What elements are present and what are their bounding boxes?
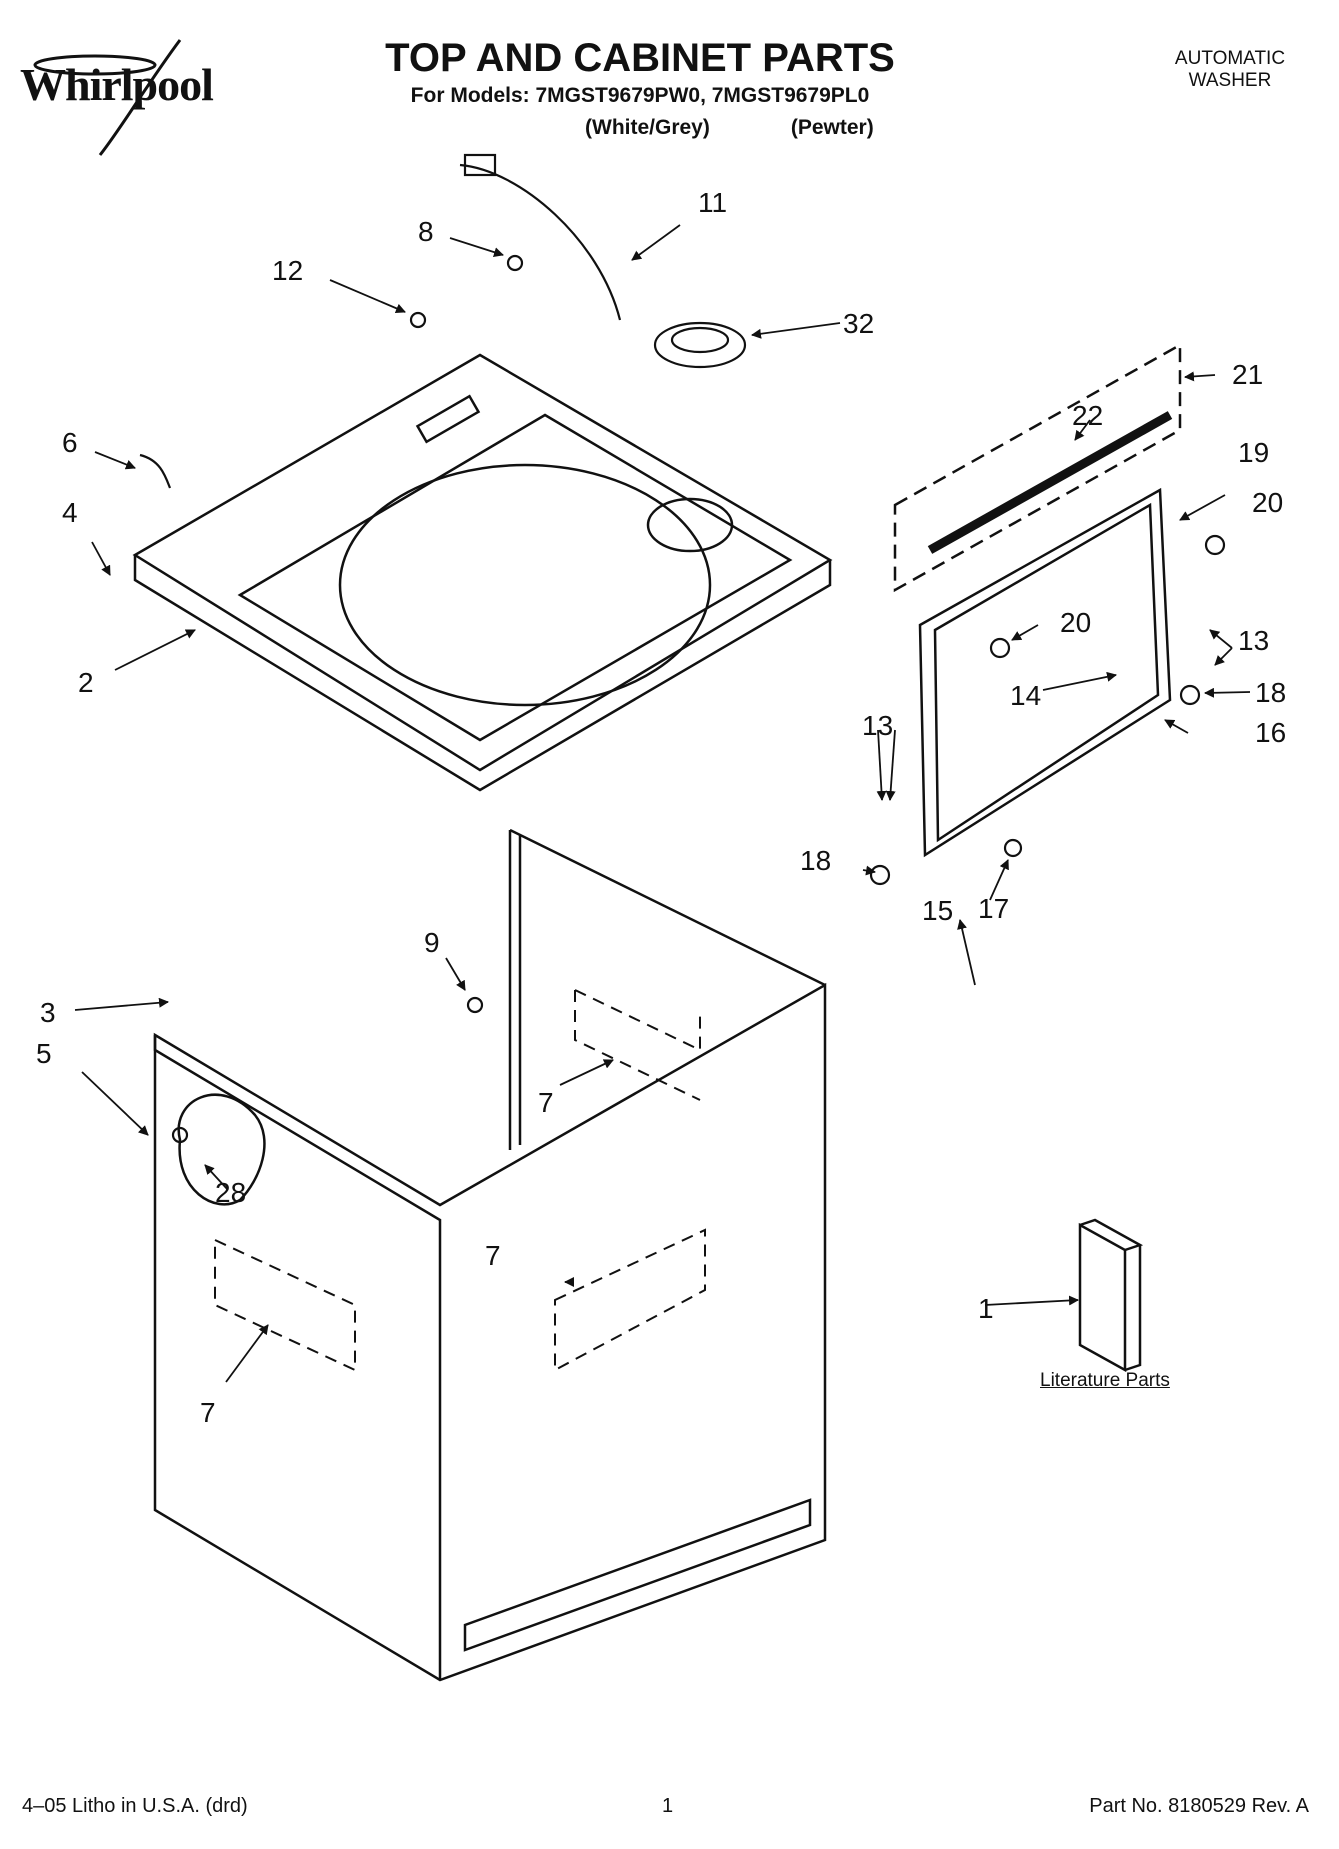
callout-21: 21 bbox=[1232, 359, 1263, 390]
footer-page-number: 1 bbox=[662, 1795, 674, 1817]
callout-11: 11 bbox=[698, 187, 727, 218]
callout-7c: 7 bbox=[200, 1397, 216, 1428]
appliance-type-line1: AUTOMATIC bbox=[1174, 48, 1286, 69]
console-assembly bbox=[893, 342, 1182, 858]
callout-3: 3 bbox=[40, 997, 56, 1028]
appliance-type: AUTOMATIC WASHER bbox=[1140, 48, 1320, 92]
callout-13b: 13 bbox=[862, 710, 893, 741]
variant-labels: (White/Grey) (Pewter) bbox=[585, 116, 925, 140]
variant-white-grey: (White/Grey) bbox=[585, 116, 710, 139]
callout-14: 14 bbox=[1010, 680, 1041, 711]
models-line: For Models: 7MGST9679PW0, 7MGST9679PL0 bbox=[410, 84, 870, 107]
footer-part-number: Part No. 8180529 Rev. A bbox=[1089, 1795, 1309, 1817]
callout-9: 9 bbox=[424, 927, 440, 958]
callout-19: 19 bbox=[1238, 437, 1269, 468]
leader-arrows bbox=[74, 224, 1251, 1383]
small-parts bbox=[139, 153, 1226, 1144]
washer-top bbox=[132, 353, 833, 792]
callout-16: 16 bbox=[1255, 717, 1286, 748]
callout-4: 4 bbox=[62, 497, 78, 528]
callout-2: 2 bbox=[78, 667, 94, 698]
callout-1: 1 bbox=[978, 1293, 994, 1324]
callout-5: 5 bbox=[36, 1038, 52, 1069]
callout-7b: 7 bbox=[485, 1240, 501, 1271]
callout-8: 8 bbox=[418, 216, 434, 247]
callout-22: 22 bbox=[1072, 400, 1103, 431]
footer-print-info: 4–05 Litho in U.S.A. (drd) bbox=[22, 1795, 248, 1817]
callout-6: 6 bbox=[62, 427, 78, 458]
brand-logo: Whirlpool bbox=[20, 59, 214, 110]
washer-cabinet bbox=[153, 828, 827, 1682]
callout-20b: 20 bbox=[1060, 607, 1091, 638]
callout-7a: 7 bbox=[538, 1087, 554, 1118]
appliance-type-line2: WASHER bbox=[1188, 70, 1272, 91]
literature-parts-label: Literature Parts bbox=[1040, 1370, 1170, 1391]
callout-13a: 13 bbox=[1238, 625, 1269, 656]
callout-17: 17 bbox=[978, 893, 1009, 924]
page-title: TOP AND CABINET PARTS bbox=[385, 36, 895, 80]
callout-15: 15 bbox=[922, 895, 953, 926]
callout-18a: 18 bbox=[1255, 677, 1286, 708]
label-zones bbox=[214, 989, 706, 1372]
callout-28: 28 bbox=[215, 1177, 246, 1208]
callout-18b: 18 bbox=[800, 845, 831, 876]
callout-12: 12 bbox=[272, 255, 303, 286]
brand-swoosh bbox=[33, 39, 182, 156]
callout-32: 32 bbox=[843, 308, 874, 339]
literature-booklet bbox=[1078, 1218, 1144, 1373]
variant-pewter: (Pewter) bbox=[790, 116, 874, 139]
callout-20a: 20 bbox=[1252, 487, 1283, 518]
